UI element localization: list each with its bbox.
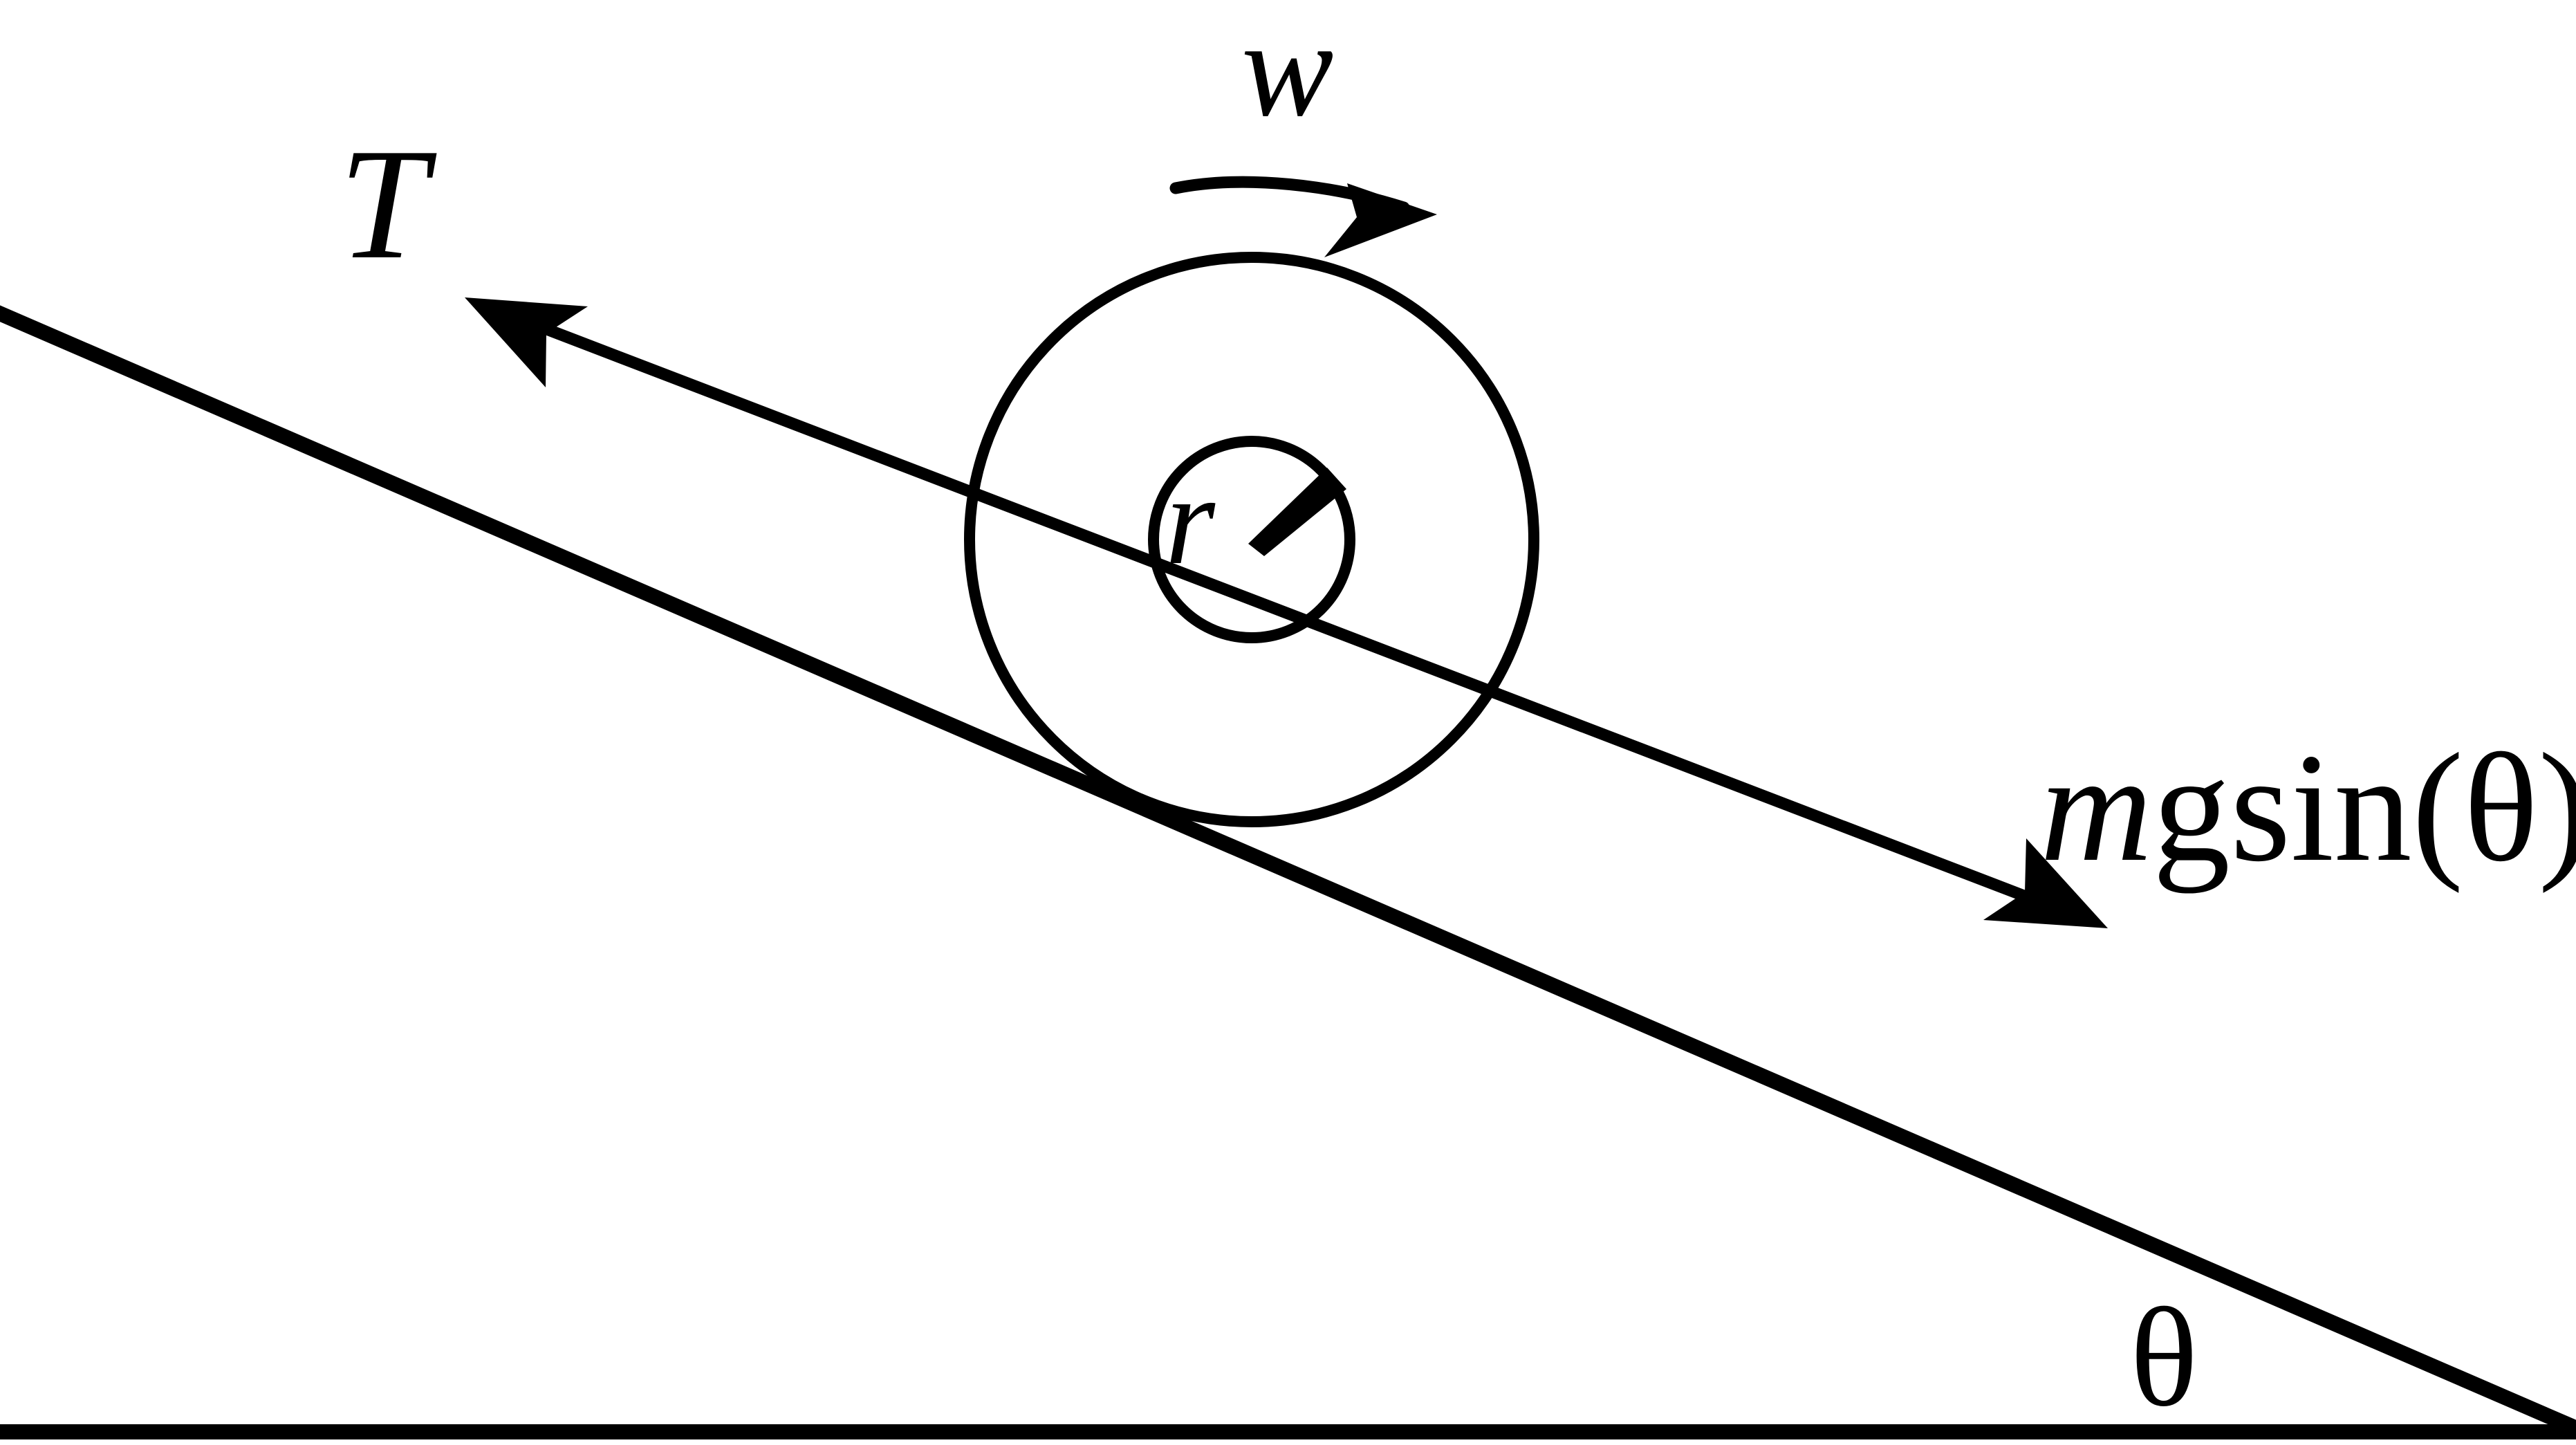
radius-wedge-icon [1248,468,1346,556]
gravity-component-label: mgsin(θ) [2040,730,2576,885]
incline-surface-line [0,305,2576,1434]
gravity-component-theta: θ [2463,721,2539,894]
gravity-component-gsin: gsin( [2152,721,2464,894]
tension-arrow-icon [465,297,588,387]
gravity-component-m: m [2040,721,2153,894]
outer-disc-circle [964,252,1539,827]
radius-label: r [1165,450,1215,591]
gravity-component-close-paren: ) [2538,721,2576,894]
inner-hub-circle [1148,436,1355,643]
incline-angle-label: θ [2130,1279,2198,1436]
spin-arrow-icon [1324,183,1437,257]
tension-label: T [339,116,427,292]
gravity-arrow-icon [1983,838,2108,928]
angular-velocity-label: w [1241,0,1334,145]
force-axis-line [488,303,2084,923]
